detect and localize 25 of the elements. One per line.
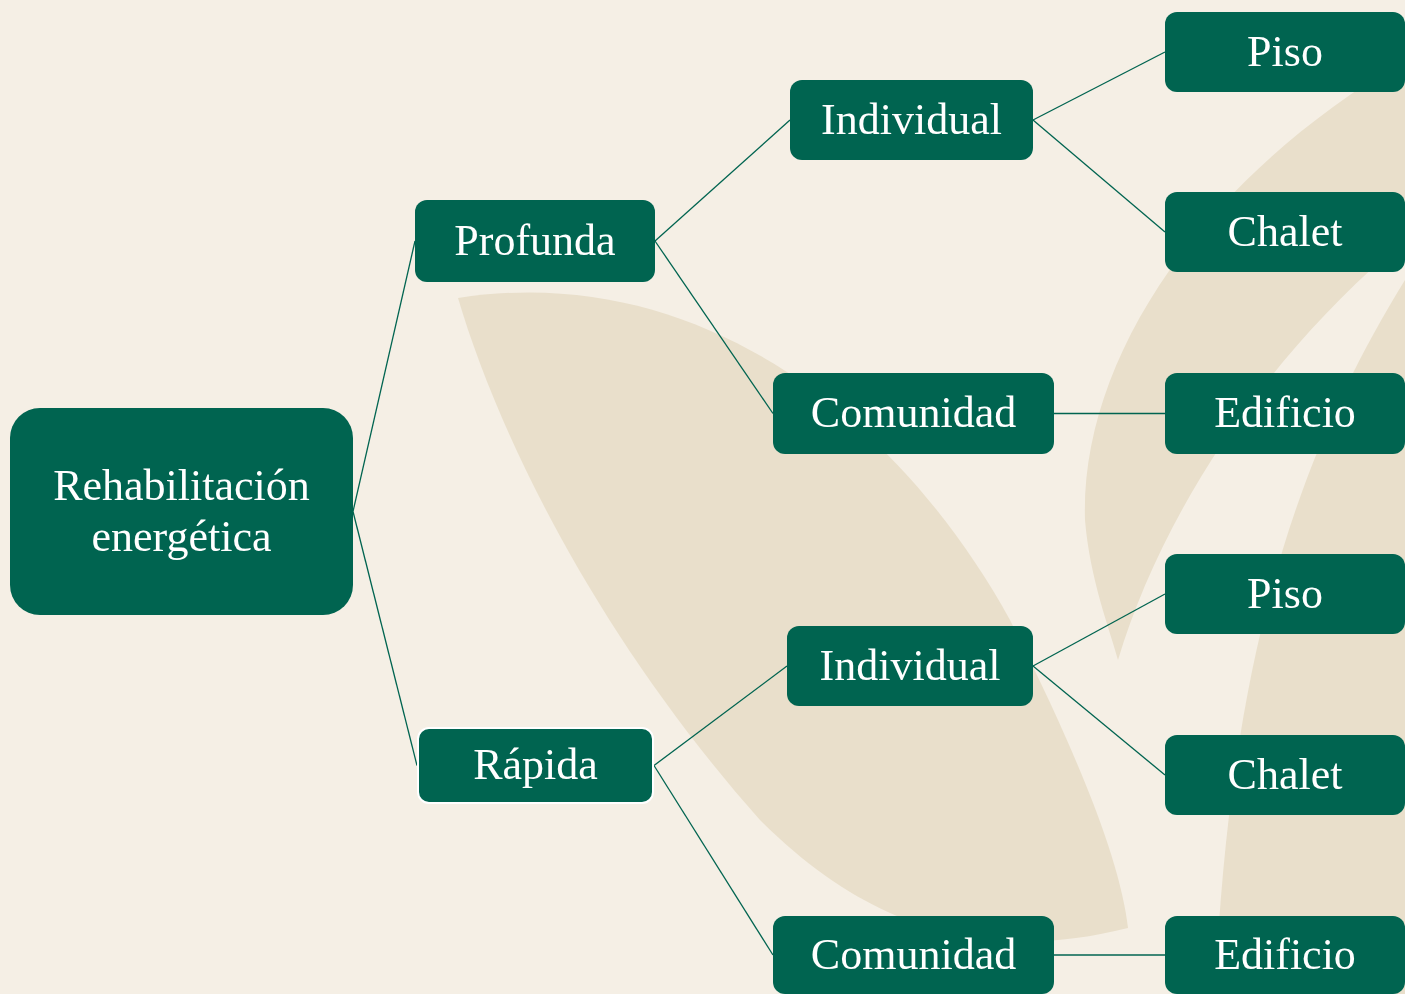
category-box: Comunidad: [773, 373, 1054, 454]
category-box: Chalet: [1165, 192, 1405, 272]
connector-line: [654, 240, 774, 415]
category-box: Chalet: [1165, 735, 1405, 815]
category-box: Individual: [790, 80, 1033, 160]
root-box: Rehabilitación energética: [10, 408, 353, 615]
category-box: Edificio: [1165, 373, 1405, 454]
connector-line: [1032, 119, 1166, 233]
connector-line: [654, 119, 791, 242]
connector-line: [352, 510, 418, 767]
category-box: Piso: [1165, 12, 1405, 92]
category-box: Comunidad: [773, 916, 1054, 994]
category-box: Individual: [787, 626, 1033, 706]
connector-line: [1053, 412, 1166, 415]
connector-line: [352, 240, 416, 513]
connector-line: [1032, 51, 1166, 121]
connector-line: [1032, 665, 1166, 776]
connector-line: [1032, 593, 1166, 667]
category-box: Profunda: [415, 200, 655, 282]
category-box: Rápida: [417, 727, 654, 804]
connector-line: [653, 665, 788, 767]
category-box: Piso: [1165, 554, 1405, 634]
connector-line: [1053, 954, 1166, 956]
category-box: Edificio: [1165, 916, 1405, 994]
connector-line: [653, 764, 774, 956]
